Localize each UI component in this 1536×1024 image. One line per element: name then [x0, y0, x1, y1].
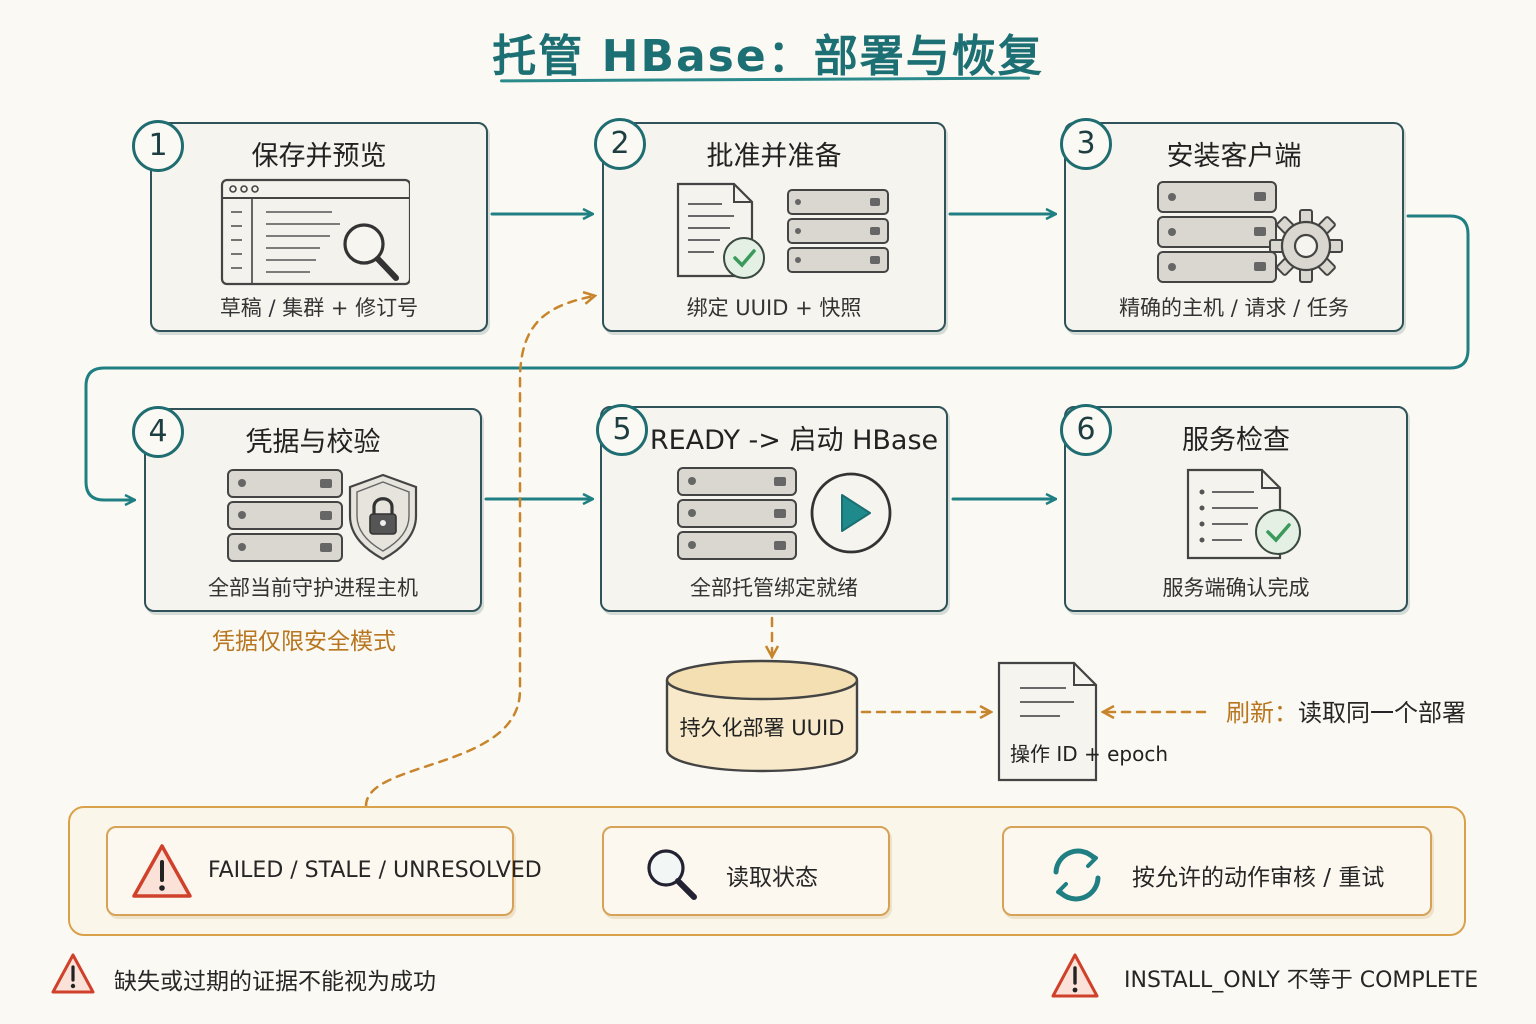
step-4-title: 凭据与校验 [245, 427, 381, 458]
step-5-caption: 全部托管绑定就绪 [690, 576, 858, 600]
step-5-card: READY -> 启动 HBase 全部托管绑定就绪 [600, 406, 948, 612]
play-circle-icon [810, 472, 892, 554]
step-1-title: 保存并预览 [251, 141, 387, 172]
server-gear-icon [1157, 181, 1343, 283]
warning-icon [132, 844, 192, 898]
step-6-title: 服务检查 [1182, 425, 1290, 456]
step-1-caption: 草稿 / 集群 + 修订号 [219, 296, 419, 320]
read-status-box: 读取状态 [602, 826, 890, 916]
step-4-card: 凭据与校验 全部当前守护进程主机 [144, 408, 482, 612]
step-5-badge: 5 [596, 404, 648, 456]
database-cylinder-icon [665, 659, 859, 773]
step-5-title: READY -> 启动 HBase [649, 425, 939, 456]
refresh-prefix: 刷新 [1226, 699, 1274, 727]
retry-label: 按允许的动作审核 / 重试 [1132, 865, 1385, 891]
step-2-badge: 2 [594, 118, 646, 170]
warning-right-text: INSTALL_ONLY 不等于 COMPLETE [1124, 968, 1479, 993]
refresh-colon: ： [1274, 699, 1298, 727]
warning-icon [1051, 953, 1099, 998]
retry-box: 按允许的动作审核 / 重试 [1002, 826, 1432, 916]
step-1-card: 保存并预览 草稿 / 集群 + 修订号 [150, 122, 488, 332]
shield-lock-icon [348, 473, 418, 561]
refresh-note: 刷新：读取同一个部署 [1226, 693, 1466, 728]
operation-document-icon [997, 661, 1098, 782]
step-6-card: 服务检查 服务端确认完成 [1064, 406, 1408, 612]
search-icon [647, 849, 697, 900]
persist-label: 持久化部署 UUID [679, 716, 845, 740]
step-2-caption: 绑定 UUID + 快照 [686, 296, 862, 320]
step-3-card: 安装客户端 精确的主机 / 请求 / 任务 [1064, 122, 1404, 332]
step-2-title: 批准并准备 [706, 141, 842, 172]
credential-note: 凭据仅限安全模式 [212, 629, 396, 655]
read-status-label: 读取状态 [726, 865, 818, 891]
step-6-caption: 服务端确认完成 [1162, 576, 1310, 600]
refresh-cycle-icon [1053, 848, 1101, 902]
server-stack-icon [677, 467, 797, 560]
step-2-card: 批准并准备 绑定 UUID + 快照 [602, 122, 946, 332]
step-3-caption: 精确的主机 / 请求 / 任务 [1119, 296, 1349, 320]
step-3-badge: 3 [1060, 118, 1112, 170]
step-3-title: 安装客户端 [1166, 141, 1302, 172]
page-title: 托管 HBase：部署与恢复 [492, 31, 1044, 82]
checked-document-icon [1186, 468, 1301, 560]
warning-left-text: 缺失或过期的证据不能视为成功 [114, 969, 436, 995]
warning-icon [51, 953, 95, 994]
server-stack-icon [787, 189, 889, 273]
failed-state-box: FAILED / STALE / UNRESOLVED [106, 826, 542, 916]
failed-label: FAILED / STALE / UNRESOLVED [208, 858, 542, 883]
step-6-badge: 6 [1060, 404, 1112, 456]
server-stack-icon [227, 469, 343, 562]
approved-document-icon [676, 182, 765, 279]
step-4-caption: 全部当前守护进程主机 [208, 576, 418, 600]
refresh-text: 读取同一个部署 [1298, 699, 1466, 727]
step-4-badge: 4 [132, 406, 184, 458]
step-1-badge: 1 [132, 120, 184, 172]
arrow-3-to-4 [84, 214, 1470, 500]
browser-preview-icon [220, 178, 410, 286]
operation-label: 操作 ID + epoch [1010, 742, 1169, 766]
